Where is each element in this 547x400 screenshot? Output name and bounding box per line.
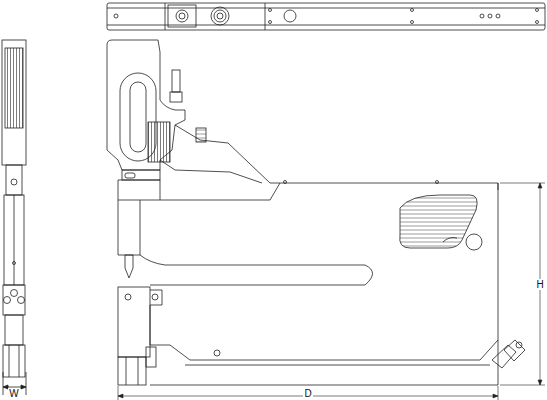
end-view <box>2 40 26 395</box>
dimension-label: D <box>303 388 312 399</box>
dimension-label: H <box>535 279 544 290</box>
dimension-lines <box>118 183 545 400</box>
dimension-label: W <box>8 388 19 399</box>
top-view <box>107 3 545 30</box>
main-view <box>107 40 525 385</box>
